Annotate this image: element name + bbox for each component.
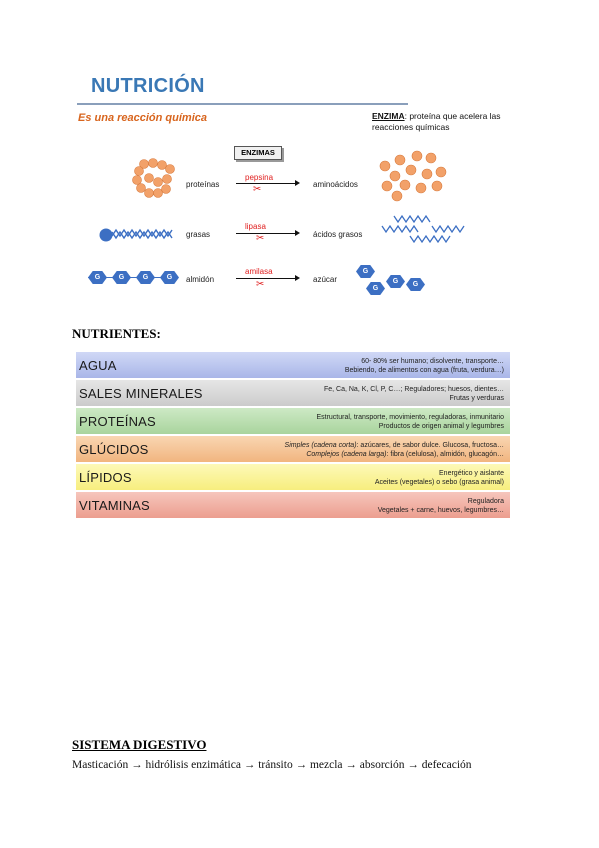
arrow-separator: → [292,759,310,771]
nutrient-row-glucidos: GLÚCIDOS Simples (cadena corta): azúcare… [76,436,510,464]
reaction-product-azucar: azúcar [313,275,338,284]
enzimas-label-box: ENZIMAS [234,146,282,160]
reaction-substrate-grasas: grasas [186,230,211,239]
arrow-separator: → [240,759,259,771]
protein-chain-illustration [132,158,175,198]
sistema-digestivo-heading: SISTEMA DIGESTIVO [72,737,207,752]
nutrient-description: Simples (cadena corta): azúcares, de sab… [285,441,504,459]
reaction-enzyme-lipasa: lipasa [245,222,266,231]
enzima-term: ENZIMA [372,111,405,121]
nutrient-name: VITAMINAS [79,498,150,513]
nutrient-name: AGUA [79,358,117,373]
chain-link [88,277,178,278]
amino-acids-illustration [379,150,447,202]
nutrient-function: Simples (cadena corta): azúcares, de sab… [285,441,504,450]
reaction-substrate-proteinas: proteínas [186,180,220,189]
simple-sugars-text: : azúcares, de sabor dulce. Glucosa, fru… [356,442,504,449]
reaction-product-aminoacidos: aminoácidos [313,180,358,189]
reaction-enzyme-amilasa: amilasa [245,267,273,276]
scissors-icon: ✂ [256,233,265,244]
nutrient-row-vitaminas: VITAMINAS Reguladora Vegetales + carne, … [76,492,510,520]
enzima-definition-text: : proteína que acelera las reacciones qu… [372,111,501,132]
glucose-unit: G [112,271,131,284]
reaction-substrate-almidon: almidón [186,275,215,284]
nutrient-name: GLÚCIDOS [79,442,149,457]
reaction-arrow [236,230,300,236]
digestion-step: Masticación [72,759,129,771]
reaction-product-acidos-grasos: ácidos grasos [313,230,363,239]
figure-subtitle: Es una reacción química [78,112,207,124]
nutrient-name: LÍPIDOS [79,470,132,485]
digestion-step: mezcla [309,759,343,771]
glucose-unit: G [136,271,155,284]
glucose-unit: G [160,271,179,284]
nutrientes-heading: NUTRIENTES: [72,326,161,341]
nutrient-source: Complejos (cadena larga): fibra (celulos… [285,450,504,459]
nutrient-row-sales-minerales: SALES MINERALES Fe, Ca, Na, K, Cl, P, C…… [76,380,510,408]
reaction-enzyme-pepsina: pepsina [245,173,274,182]
nutrient-source: Productos de origen animal y legumbres [378,423,504,430]
nutrient-function: Fe, Ca, Na, K, Cl, P, C…; Reguladores; h… [323,386,504,393]
nutrient-row-agua: AGUA 60- 80% ser humano; disolvente, tra… [76,352,510,380]
digestion-steps: Masticación → hidrólisis enzimática → tr… [72,759,472,771]
free-glucose: G [386,275,405,288]
reaction-arrow [236,180,300,186]
nutrient-source: Vegetales + carne, huevos, legumbres… [377,507,504,514]
nutrient-row-lipidos: LÍPIDOS Energético y aislante Aceites (v… [76,464,510,492]
simple-sugars-label: Simples (cadena corta) [284,442,357,449]
nutrient-description: Energético y aislante Aceites (vegetales… [375,469,504,487]
complex-sugars-text: : fibra (celulosa), almidón, glucagón… [386,451,504,458]
nutrient-source: Frutas y verduras [449,395,504,402]
nutrient-function: 60- 80% ser humano; disolvente, transpor… [361,358,504,365]
nutrient-function: Reguladora [467,498,504,505]
nutrient-description: Fe, Ca, Na, K, Cl, P, C…; Reguladores; h… [324,385,504,403]
nutrient-name: SALES MINERALES [79,386,203,401]
fat-molecule-illustration [99,228,173,242]
arrow-separator: → [128,759,146,771]
nutrients-table: AGUA 60- 80% ser humano; disolvente, tra… [76,352,510,520]
nutrient-description: Estructural, transporte, movimiento, reg… [316,413,504,431]
nutrient-name: PROTEÍNAS [79,414,156,429]
glucose-chain-illustration: G G G G [88,271,180,285]
digestion-step: absorción [359,759,405,771]
free-glucose: G [406,278,425,291]
free-glucose: G [356,265,375,278]
fatty-acids-illustration [381,214,465,244]
scissors-icon: ✂ [256,279,265,290]
reaction-arrow [236,275,300,281]
nutrient-row-proteinas: PROTEÍNAS Estructural, transporte, movim… [76,408,510,436]
figure-title: NUTRICIÓN [91,75,205,97]
enzima-definition: ENZIMA: proteína que acelera las reaccio… [372,111,522,133]
nutrient-source: Bebiendo, de alimentos con agua (fruta, … [344,367,504,374]
nutrient-source: Aceites (vegetales) o sebo (grasa animal… [374,479,504,486]
digestion-step: tránsito [258,759,293,771]
nutrient-function: Energético y aislante [439,470,504,477]
nutrient-function: Estructural, transporte, movimiento, reg… [316,414,504,421]
nutrient-description: 60- 80% ser humano; disolvente, transpor… [345,357,504,375]
title-underline [77,103,408,105]
arrow-separator: → [404,759,422,771]
complex-sugars-label: Complejos (cadena larga) [306,451,387,458]
scissors-icon: ✂ [253,184,262,195]
glucose-unit: G [88,271,107,284]
nutrient-description: Reguladora Vegetales + carne, huevos, le… [378,497,504,515]
digestion-step: defecación [421,759,472,771]
digestion-step: hidrólisis enzimática [145,759,241,771]
free-glucose: G [366,282,385,295]
arrow-separator: → [342,759,360,771]
